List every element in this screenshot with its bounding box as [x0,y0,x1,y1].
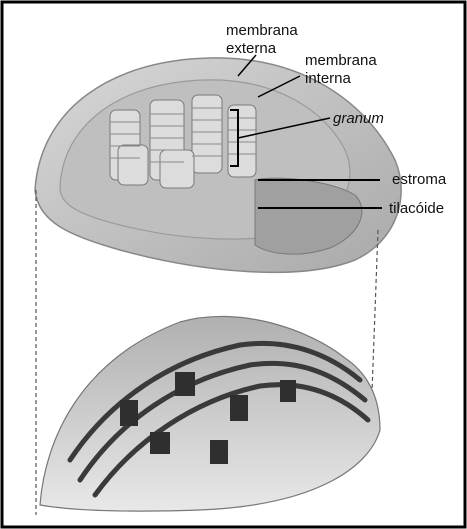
micrograph-outline [40,316,380,511]
chloroplast-3d-section [35,58,401,272]
chloroplast-micrograph [40,316,380,511]
label-inner-membrane: membrana interna [305,52,377,88]
label-thylakoid: tilacóide [389,200,444,218]
label-granum: granum [333,110,384,128]
projection-line-right [372,230,378,392]
label-stroma: estroma [392,171,446,189]
label-outer-membrane: membrana externa [226,22,298,58]
